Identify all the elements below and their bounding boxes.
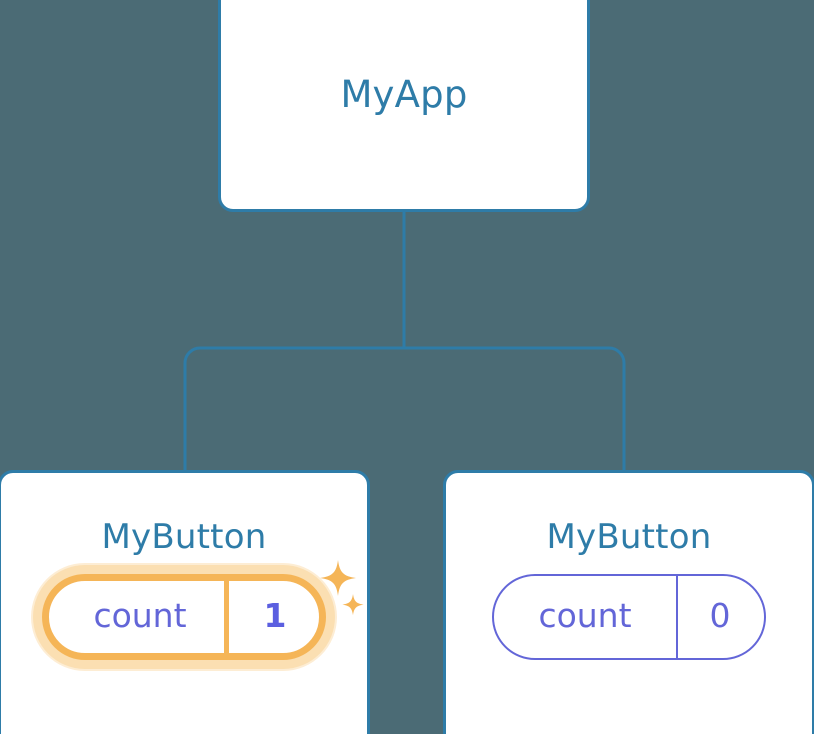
prop-pill-wrap-0: count 1 [1, 570, 367, 664]
node-myapp-title: MyApp [340, 73, 468, 116]
prop-value-1: 0 [709, 596, 731, 635]
prop-pill-wrap-1: count 0 [446, 570, 812, 664]
connector-branch-right [404, 346, 626, 474]
connector-branch-left [183, 346, 404, 474]
prop-key-1: count [538, 596, 632, 635]
prop-value-0: 1 [263, 596, 287, 635]
prop-pill-0[interactable]: count 1 [42, 574, 326, 660]
node-mybutton-1[interactable]: MyButton count 0 [443, 470, 814, 734]
node-mybutton-0[interactable]: MyButton count 1 [0, 470, 370, 734]
prop-divider-0 [224, 574, 229, 660]
node-mybutton-0-title: MyButton [101, 517, 267, 557]
node-myapp[interactable]: MyApp [218, 0, 590, 212]
prop-key-0: count [93, 596, 187, 635]
node-mybutton-1-title: MyButton [546, 517, 712, 557]
prop-pill-1[interactable]: count 0 [492, 574, 766, 660]
prop-divider-1 [676, 576, 678, 658]
